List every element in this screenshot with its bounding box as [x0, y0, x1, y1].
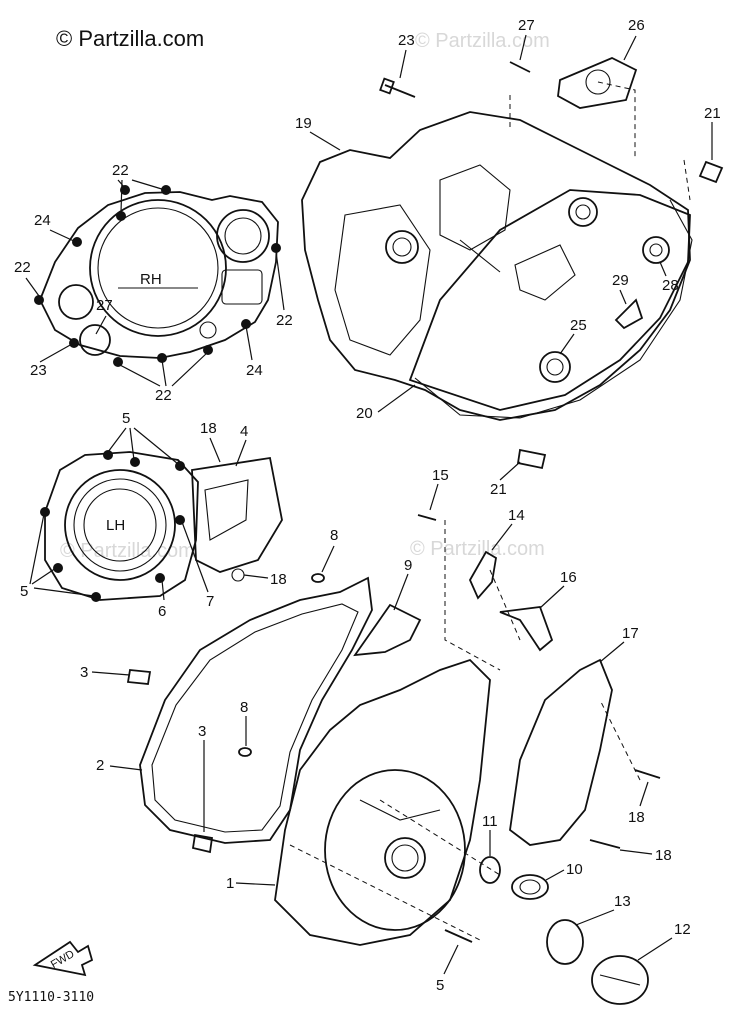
- fwd-arrow: FWD: [32, 940, 94, 977]
- bolt-23-head: [379, 77, 395, 95]
- dowel-pin-lower: [516, 448, 547, 470]
- lever-29: [614, 298, 644, 330]
- callout-3a: 3: [80, 664, 88, 681]
- callout-5-left: 5: [20, 583, 28, 600]
- rh-mark: RH: [140, 271, 162, 288]
- callout-21-lower: 21: [490, 481, 507, 498]
- callout-20: 20: [356, 405, 373, 422]
- drawing-code: 5Y1110-3110: [8, 990, 95, 1005]
- bolt-18a: [634, 769, 661, 779]
- callout-17: 17: [622, 625, 639, 642]
- o-ring-13: [546, 919, 584, 965]
- callout-21-top: 21: [704, 105, 721, 122]
- oil-seal: [539, 351, 571, 383]
- callout-4: 4: [240, 423, 248, 440]
- rh-clutch-cover: RH: [34, 185, 281, 367]
- callout-22-top: 22: [112, 162, 129, 179]
- o-ring-11: [479, 856, 501, 884]
- callout-9: 9: [404, 557, 412, 574]
- partzilla-watermark-faint-3: © Partzilla.com: [410, 538, 545, 560]
- callout-18b: 18: [200, 420, 217, 437]
- callout-23-top: 23: [398, 32, 415, 49]
- callout-13: 13: [614, 893, 631, 910]
- dowel-pin-top: [698, 160, 724, 184]
- callout-22-right: 22: [276, 312, 293, 329]
- callout-29: 29: [612, 272, 629, 289]
- bolt-5: [444, 929, 473, 943]
- lh-cover: LH: [40, 450, 283, 602]
- crankcase-cover-1: [274, 658, 491, 946]
- callout-27-left: 27: [96, 297, 113, 314]
- bolt-18b: [589, 839, 621, 849]
- screw-27: [509, 61, 531, 73]
- callout-12: 12: [674, 921, 691, 938]
- o-ring-8-upper: [311, 573, 325, 583]
- callout-16: 16: [560, 569, 577, 586]
- callout-25: 25: [570, 317, 587, 334]
- callout-1: 1: [226, 875, 234, 892]
- callout-7: 7: [206, 593, 214, 610]
- cover-26: [557, 57, 638, 109]
- guide-16: [499, 606, 554, 652]
- callout-5-bottom: 5: [436, 977, 444, 994]
- callout-23-left: 23: [30, 362, 47, 379]
- callout-24-top: 24: [34, 212, 51, 229]
- crankcase-gasket: [414, 199, 693, 419]
- cap-12: [591, 955, 649, 1005]
- washer-28: [642, 236, 670, 264]
- gasket-2: [139, 576, 373, 844]
- callout-labels: 1 2 3 3 4 5 5 5 6 7 8 8 9 10: [14, 17, 721, 994]
- callout-14: 14: [508, 507, 525, 524]
- bolt-15: [417, 514, 437, 521]
- svg-text:FWD: FWD: [49, 948, 77, 971]
- callout-26: 26: [628, 17, 645, 34]
- plug-10: [511, 874, 549, 900]
- dowel-3-lower: [191, 833, 214, 854]
- crankcase: [301, 111, 691, 421]
- callout-8b: 8: [240, 699, 248, 716]
- callout-11: 11: [482, 813, 498, 830]
- plate-9: [353, 603, 422, 657]
- callout-10: 10: [566, 861, 583, 878]
- callout-27-top: 27: [518, 17, 535, 34]
- o-ring-8-lower: [238, 747, 252, 757]
- callout-6: 6: [158, 603, 166, 620]
- callout-28: 28: [662, 277, 679, 294]
- callout-8a: 8: [330, 527, 338, 544]
- callout-18c: 18: [628, 809, 645, 826]
- callout-2: 2: [96, 757, 104, 774]
- bolt-23: [384, 84, 416, 98]
- callout-18a: 18: [270, 571, 287, 588]
- clamp-14: [468, 550, 497, 600]
- partzilla-watermark-faint-1: © Partzilla.com: [415, 30, 550, 52]
- callout-5-top: 5: [122, 410, 130, 427]
- callout-22-bottom: 22: [155, 387, 172, 404]
- callout-3b: 3: [198, 723, 206, 740]
- partzilla-watermark: © Partzilla.com: [56, 26, 205, 51]
- callout-24-bottom: 24: [246, 362, 263, 379]
- dowel-3-upper: [126, 669, 152, 685]
- lh-mark: LH: [106, 517, 125, 534]
- callout-19: 19: [295, 115, 312, 132]
- callout-18d: 18: [655, 847, 672, 864]
- callout-22-left: 22: [14, 259, 31, 276]
- sprocket-cover-17: [509, 658, 613, 846]
- callout-15: 15: [432, 467, 449, 484]
